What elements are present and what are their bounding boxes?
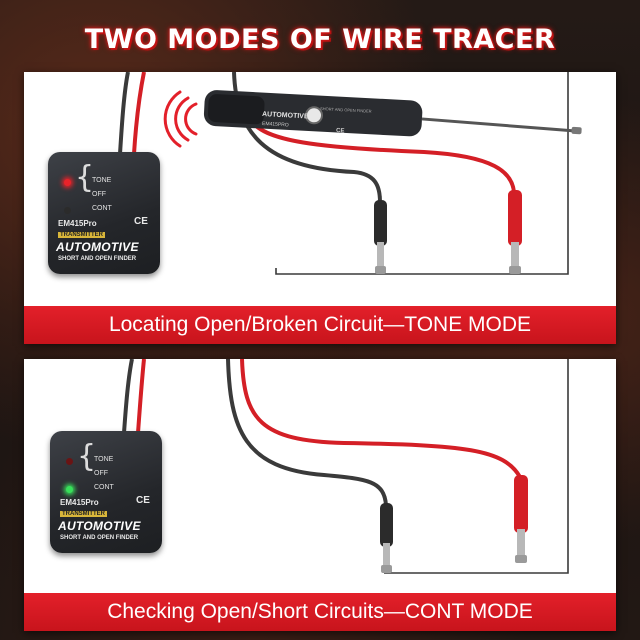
tone-led-icon [64, 179, 71, 186]
transmitter-model: EM415Pro [60, 498, 99, 507]
tone-mode-caption: Locating Open/Broken Circuit—TONE MODE [24, 306, 616, 344]
black-alligator-clip [374, 200, 387, 274]
receiver-probe [203, 90, 582, 137]
black-alligator-clip [380, 503, 393, 573]
black-wire [226, 359, 388, 506]
page-title: TWO MODES OF WIRE TRACER [84, 24, 556, 55]
cont-mode-panel: { TONE OFF CONT EM415Pro CE TRANSMITTER … [24, 359, 616, 631]
transmitter-sub: SHORT AND OPEN FINDER [60, 535, 139, 541]
cont-led-icon [66, 486, 73, 493]
signal-waves-icon [163, 90, 198, 148]
tone-mode-illustration: AUTOMOTIVE EM415PRO SHORT AND OPEN FINDE… [118, 72, 582, 275]
red-wire [248, 117, 516, 193]
red-wire [240, 359, 522, 479]
brace-icon: { [77, 439, 97, 474]
brace-icon: { [75, 160, 95, 195]
transmitter-tag: TRANSMITTER [60, 511, 107, 517]
cont-led-icon [64, 207, 71, 214]
receiver-brand: AUTOMOTIVE [262, 111, 309, 120]
transmitter-unit: { TONE OFF CONT EM415Pro CE TRANSMITTER … [50, 431, 162, 553]
red-wire-top [136, 359, 146, 434]
transmitter-brand: AUTOMOTIVE [58, 519, 141, 533]
cont-mode-illustration [122, 359, 569, 574]
mode-label-tone: TONE [92, 177, 112, 184]
tone-led-icon [66, 458, 73, 465]
receiver-sub: SHORT AND OPEN FINDER [320, 106, 372, 114]
red-alligator-clip [514, 475, 528, 563]
red-alligator-clip [508, 190, 522, 274]
receiver-button [305, 106, 324, 125]
mode-label-cont: CONT [92, 205, 112, 212]
receiver-model: EM415PRO [262, 121, 289, 128]
tone-mode-panel: AUTOMOTIVE EM415PRO SHORT AND OPEN FINDE… [24, 72, 616, 344]
mode-label-off: OFF [94, 470, 108, 477]
ce-mark: CE [134, 216, 148, 227]
cont-mode-caption: Checking Open/Short Circuits—CONT MODE [24, 593, 616, 631]
transmitter-tag: TRANSMITTER [58, 232, 105, 238]
black-wire-top [118, 72, 130, 155]
transmitter-model: EM415Pro [58, 219, 97, 228]
black-wire [232, 72, 382, 203]
transmitter-brand: AUTOMOTIVE [56, 240, 139, 254]
mode-label-tone: TONE [94, 456, 114, 463]
mode-label-off: OFF [92, 191, 106, 198]
transmitter-sub: SHORT AND OPEN FINDER [58, 256, 137, 262]
black-wire-top [122, 359, 134, 434]
ce-mark: CE [136, 495, 150, 506]
mode-label-cont: CONT [94, 484, 114, 491]
red-wire-top [132, 72, 146, 155]
transmitter-unit: { TONE OFF CONT EM415Pro CE TRANSMITTER … [48, 152, 160, 274]
circuit-line [384, 359, 569, 574]
receiver-ce: CE [336, 128, 345, 134]
circuit-line [275, 72, 569, 275]
